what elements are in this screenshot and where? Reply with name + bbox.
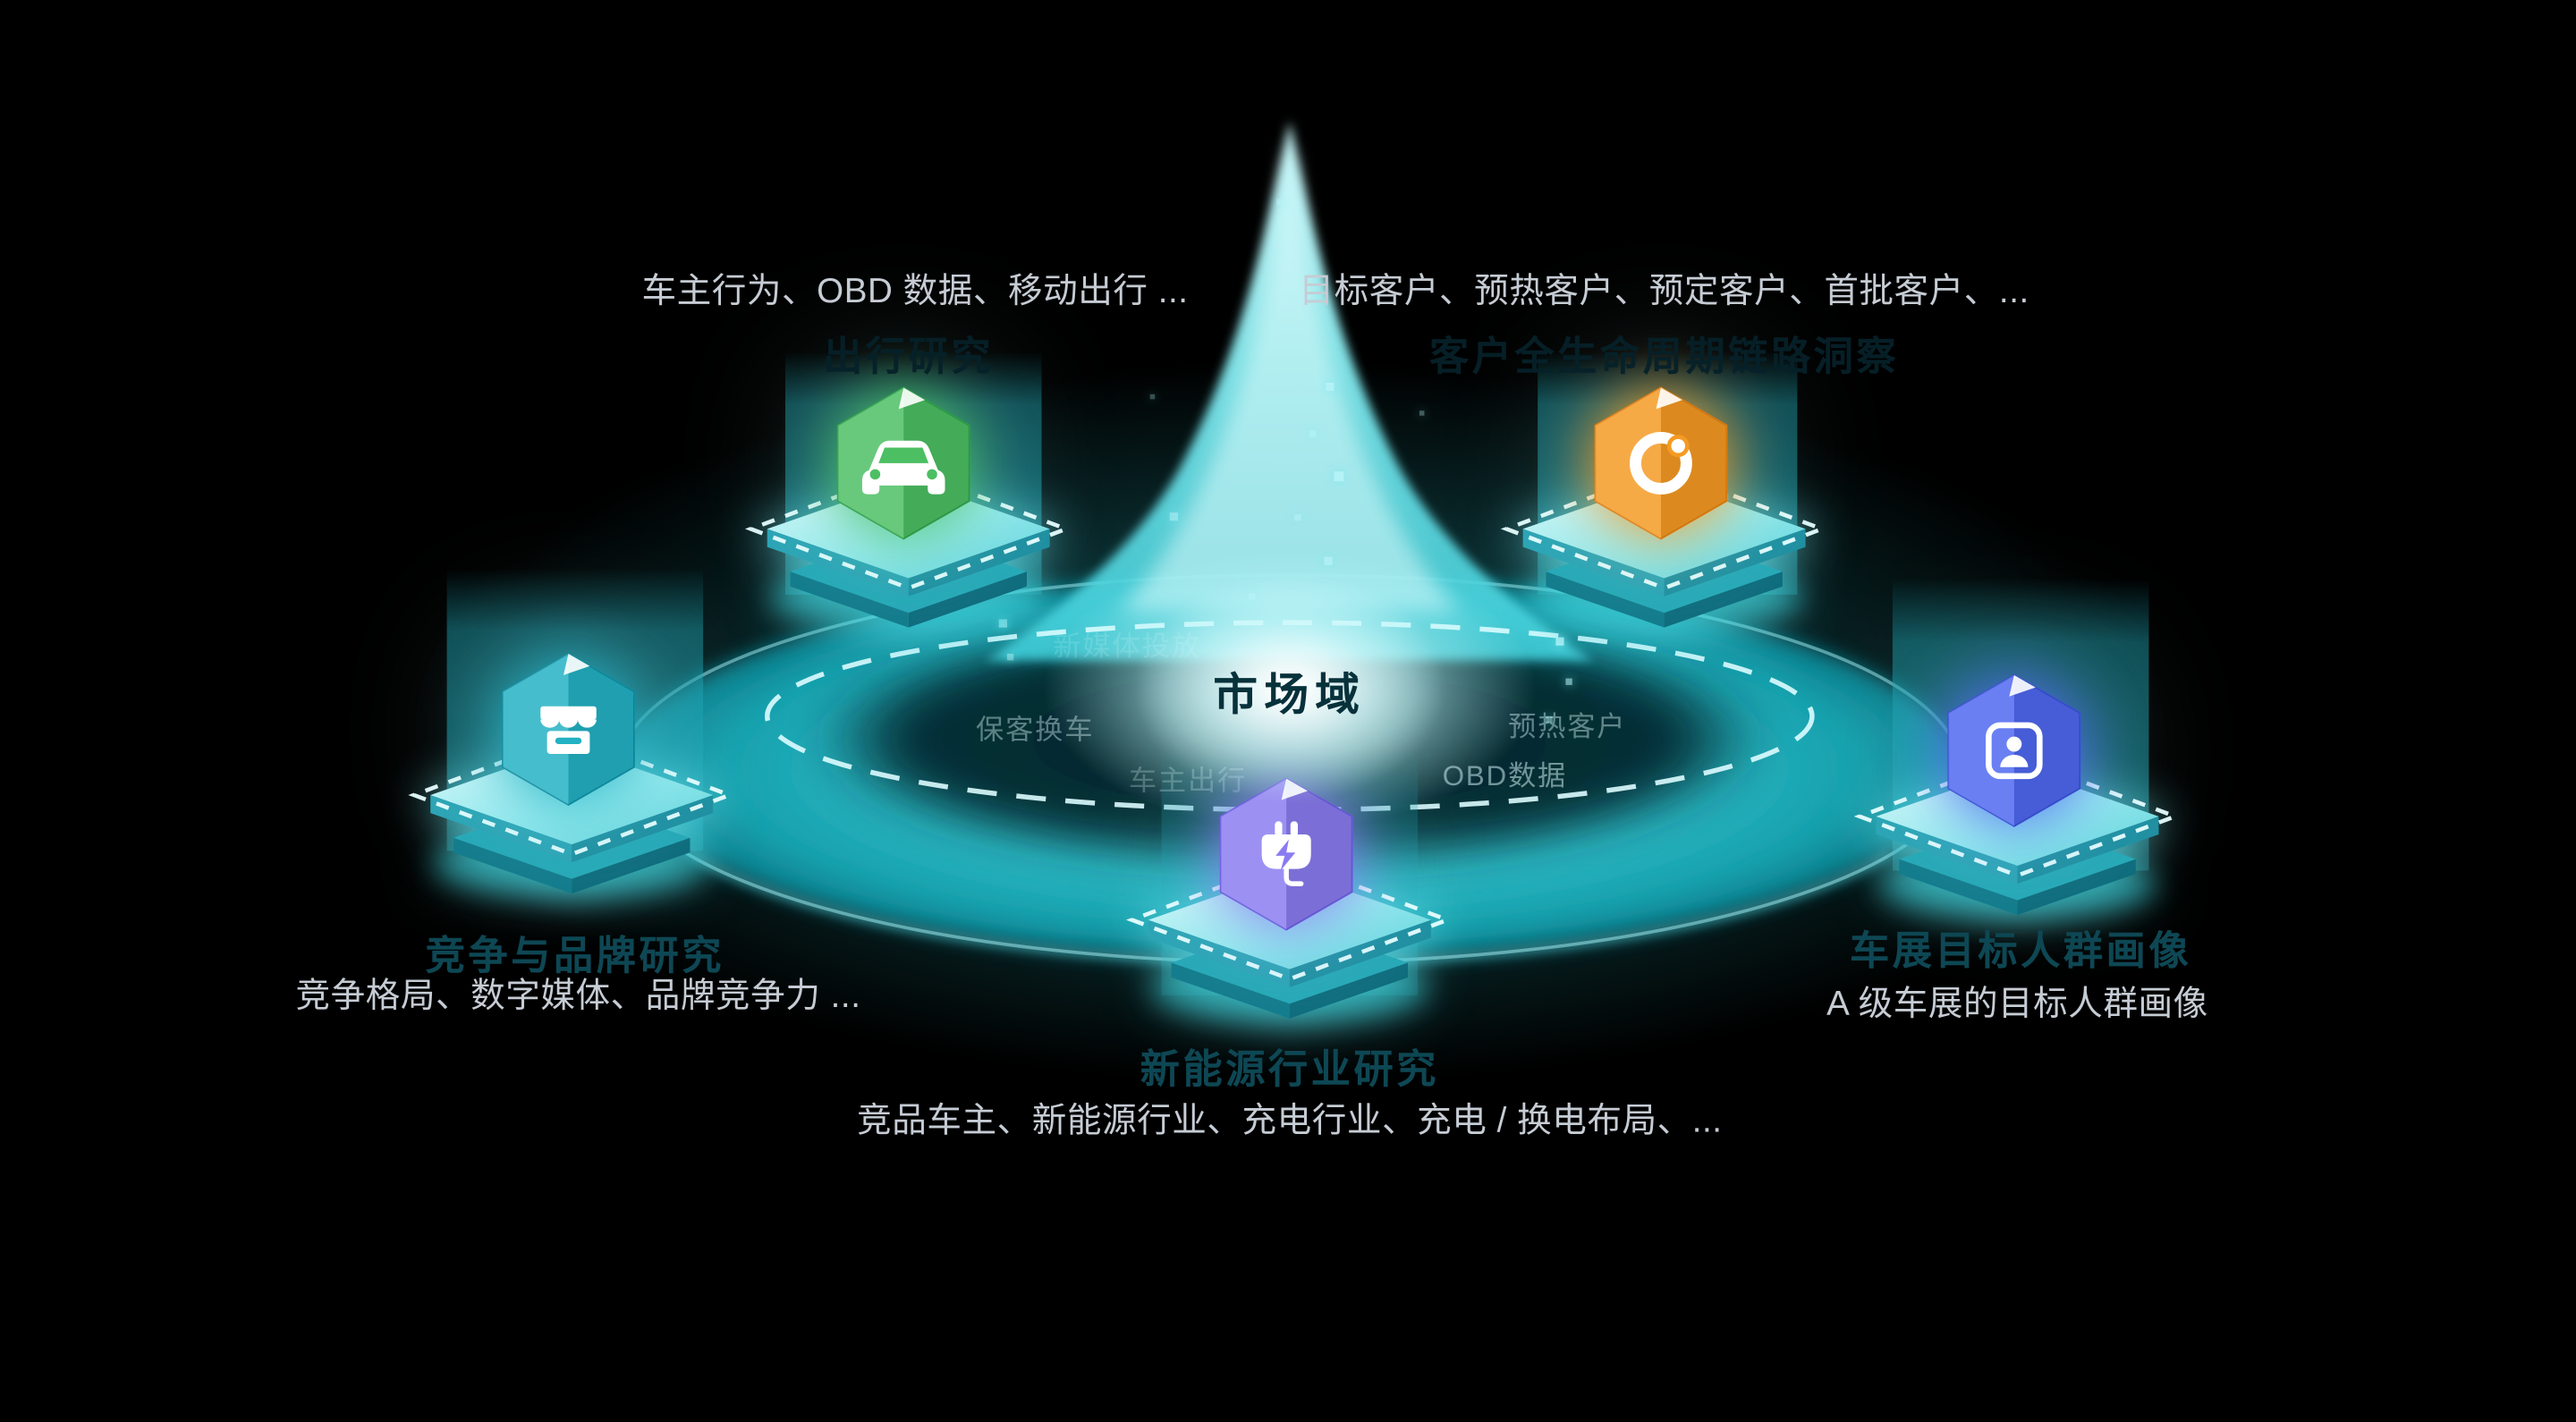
ring-watermark: 保客换车 <box>976 714 1095 746</box>
glow-dot <box>1309 430 1317 437</box>
glow-dot <box>1419 411 1425 416</box>
ring-watermark: 预热客户 <box>1508 711 1627 743</box>
glow-dot <box>1721 494 1729 502</box>
glow-dot <box>1546 715 1553 724</box>
glow-dot <box>1565 678 1572 685</box>
glow-dot <box>1555 637 1564 646</box>
ring-watermark: OBD数据 <box>1442 760 1568 792</box>
glow-dot <box>1169 512 1178 521</box>
market-domain-label: 市场域 <box>1213 670 1367 720</box>
glow-dot <box>998 619 1007 628</box>
glow-dot <box>1334 471 1344 482</box>
center-glow <box>1133 571 1446 802</box>
glow-dot <box>1149 394 1156 400</box>
glow-dot <box>1006 654 1014 661</box>
glow-dot <box>1276 199 1284 206</box>
glow-dot <box>1324 556 1333 565</box>
glow-dot <box>1294 513 1301 521</box>
glow-dot <box>1326 382 1335 392</box>
